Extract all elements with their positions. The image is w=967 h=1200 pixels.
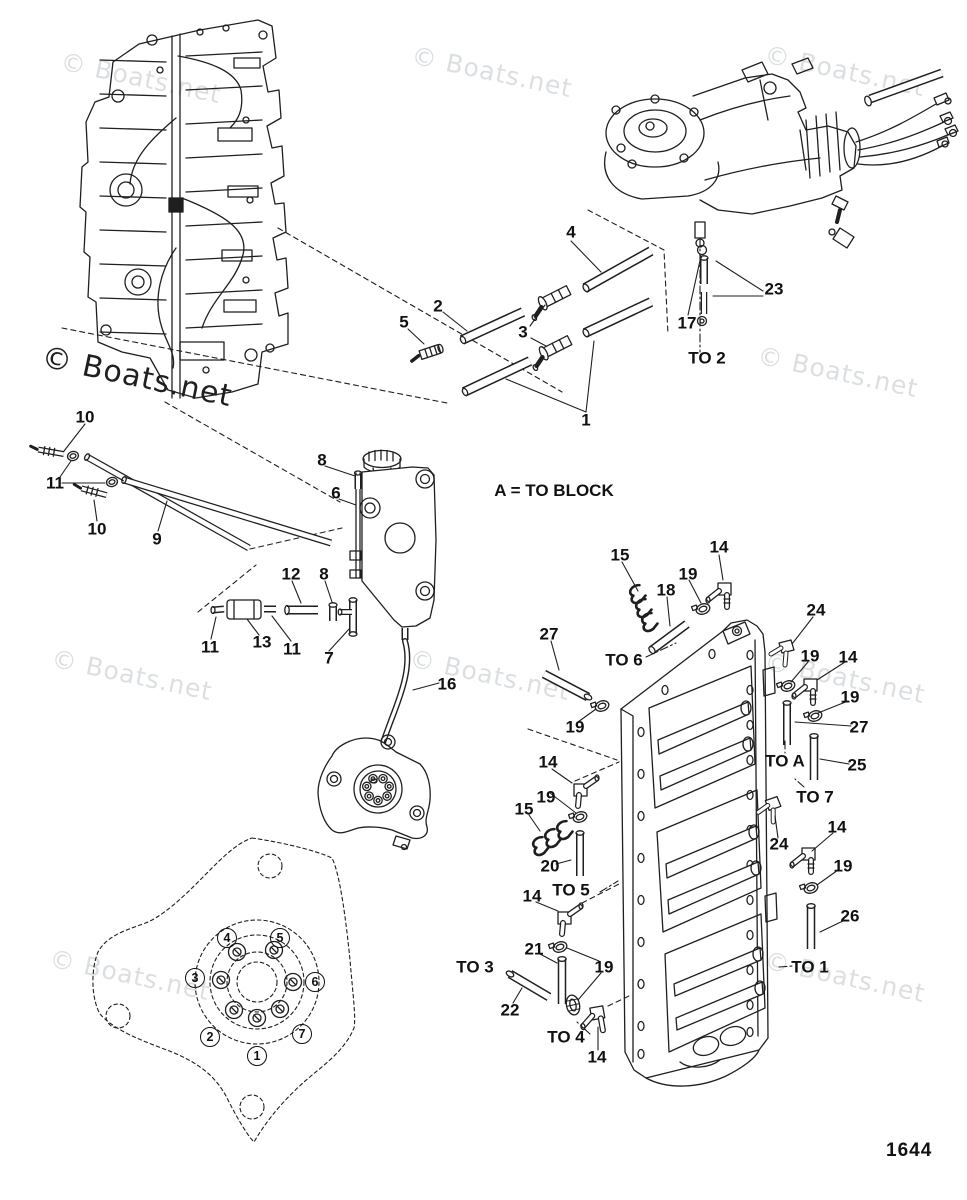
legend-to-block: A = TO BLOCK: [494, 481, 614, 500]
callout-14: 14: [827, 817, 847, 837]
callout-12: 12: [281, 564, 301, 584]
callout-19: 19: [800, 646, 820, 666]
callout-20: 20: [540, 856, 560, 876]
circled-callout-3: 3: [185, 968, 205, 988]
circled-callout-7: 7: [292, 1024, 312, 1044]
fittings-clips: [531, 583, 659, 857]
callout-to-3: TO 3: [456, 957, 494, 977]
callout-11: 11: [46, 473, 64, 493]
callout-25: 25: [847, 755, 867, 775]
callout-19: 19: [565, 717, 585, 737]
callout-4: 4: [566, 222, 576, 242]
callout-8: 8: [317, 450, 327, 470]
callout-2: 2: [433, 296, 443, 316]
fittings-clamps: [547, 603, 823, 1016]
hose-9-group: [29, 444, 333, 552]
callout-11: 11: [283, 639, 301, 659]
circled-callout-1: 1: [247, 1046, 267, 1066]
callout-to-4: TO 4: [547, 1027, 585, 1047]
callout-14: 14: [538, 752, 558, 772]
manifold-plate: [620, 619, 778, 1087]
routing-lines: [574, 237, 805, 1035]
callout-15: 15: [610, 545, 630, 565]
callout-24: 24: [806, 600, 826, 620]
callout-14: 14: [709, 537, 729, 557]
callout-19: 19: [594, 957, 614, 977]
circled-callout-5: 5: [270, 928, 290, 948]
oil-tank: [349, 449, 437, 783]
callout-23: 23: [764, 279, 784, 299]
page-number: 1644: [886, 1140, 933, 1161]
circled-callout-6: 6: [305, 972, 325, 992]
callout-27: 27: [849, 717, 869, 737]
callout-27: 27: [539, 624, 559, 644]
callout-24: 24: [769, 834, 789, 854]
oil-pump-assembly: [604, 57, 959, 249]
callout-10: 10: [75, 407, 95, 427]
callout-to-2: TO 2: [688, 348, 726, 368]
callout-17: 17: [677, 313, 697, 333]
engine-block: [79, 19, 289, 399]
callout-16: 16: [437, 674, 457, 694]
callout-14: 14: [838, 647, 858, 667]
leader-lines: [59, 240, 852, 1051]
callout-13: 13: [252, 632, 272, 652]
callout-to-5: TO 5: [552, 880, 590, 900]
callout-26: 26: [840, 906, 860, 926]
callout-22: 22: [500, 1000, 520, 1020]
callout-9: 9: [152, 529, 162, 549]
pump-bracket-studs: [211, 940, 303, 1028]
callout-6: 6: [331, 483, 341, 503]
circled-callout-4: 4: [217, 928, 237, 948]
callout-to-1: TO 1: [791, 957, 829, 977]
callout-14: 14: [587, 1047, 607, 1067]
fittings-tubes: [505, 620, 819, 1004]
callout-14: 14: [522, 886, 542, 906]
callout-19: 19: [840, 687, 860, 707]
pump-adapter: [317, 734, 431, 851]
callout-to-7: TO 7: [796, 787, 834, 807]
callout-21: 21: [524, 939, 544, 959]
callout-19: 19: [678, 564, 698, 584]
callout-19: 19: [833, 856, 853, 876]
callout-3: 3: [518, 322, 528, 342]
callout-to-a: TO A: [765, 751, 805, 771]
callout-15: 15: [514, 799, 534, 819]
callout-7: 7: [324, 648, 334, 668]
circled-callout-2: 2: [200, 1027, 220, 1047]
callout-1: 1: [581, 410, 591, 430]
callout-to-6: TO 6: [605, 650, 643, 670]
oil-filter-row: [210, 597, 358, 637]
callout-11: 11: [201, 637, 219, 657]
fittings-elbows: [557, 582, 818, 1034]
callout-10: 10: [87, 519, 107, 539]
callout-8: 8: [319, 564, 329, 584]
callout-5: 5: [399, 312, 409, 332]
callout-18: 18: [656, 580, 676, 600]
callout-19: 19: [536, 787, 556, 807]
